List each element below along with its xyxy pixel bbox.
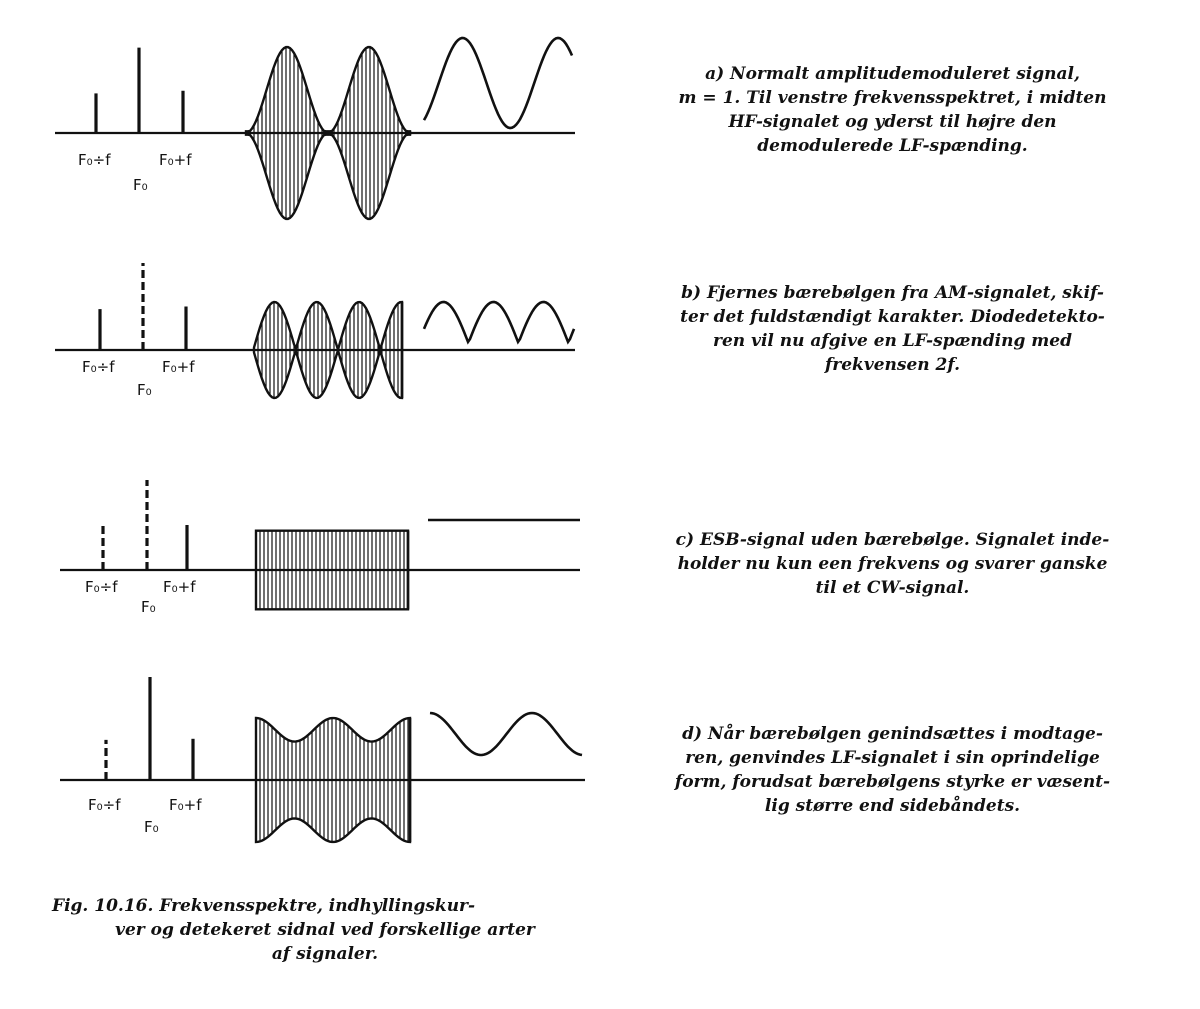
caption-c-line: til et CW-signal. bbox=[815, 578, 970, 598]
label-lower-sideband: F₀÷f bbox=[78, 151, 111, 169]
caption-b-line: ren vil nu afgive en LF-spænding med bbox=[713, 331, 1072, 351]
label-lower-sideband: F₀÷f bbox=[85, 578, 118, 596]
hf-carrier-hatching bbox=[255, 530, 409, 610]
panel-a-drawing: F₀÷f F₀+fF₀ bbox=[55, 36, 575, 221]
caption-a-line: m = 1. Til venstre frekvensspektret, i m… bbox=[678, 88, 1107, 108]
figure-caption: Fig. 10.16. Frekvensspektre, indhyllings… bbox=[40, 894, 610, 966]
caption-c-line: holder nu kun een frekvens og svarer gan… bbox=[677, 554, 1108, 574]
caption-b: b) Fjernes bærebølgen fra AM-signalet, s… bbox=[600, 281, 1185, 377]
caption-d-line: form, forudsat bærebølgens styrke er væs… bbox=[674, 772, 1111, 792]
hf-carrier-hatching bbox=[255, 718, 409, 842]
caption-b-line: ter det fuldstændigt karakter. Diodedete… bbox=[680, 307, 1105, 327]
label-carrier: F₀ bbox=[141, 598, 156, 616]
label-upper-sideband: F₀+f bbox=[162, 358, 195, 376]
figure-caption-line: Fig. 10.16. Frekvensspektre, indhyllings… bbox=[52, 896, 476, 916]
label-upper-sideband: F₀+f bbox=[159, 151, 192, 169]
label-upper-sideband: F₀+f bbox=[169, 796, 202, 814]
label-carrier: F₀ bbox=[133, 176, 148, 194]
label-lower-sideband: F₀÷f bbox=[88, 796, 121, 814]
demodulated-lf-waveform bbox=[429, 711, 583, 757]
caption-d-line: ren, genvindes LF-signalet i sin oprinde… bbox=[685, 748, 1100, 768]
caption-d-line: d) Når bærebølgen genindsættes i modtage… bbox=[682, 724, 1103, 744]
hf-carrier-hatching bbox=[253, 302, 403, 398]
panel-c-drawing: F₀÷f F₀+fF₀ bbox=[60, 480, 580, 616]
figure-caption-line: ver og detekeret sidnal ved forskellige … bbox=[115, 920, 535, 940]
panel-d-drawing: F₀÷f F₀+fF₀ bbox=[60, 677, 585, 844]
caption-d: d) Når bærebølgen genindsættes i modtage… bbox=[600, 722, 1185, 818]
demodulated-lf-waveform bbox=[422, 36, 574, 130]
caption-a-line: demodulerede LF-spænding. bbox=[757, 136, 1028, 156]
label-carrier: F₀ bbox=[144, 818, 159, 836]
caption-b-line: frekvensen 2f. bbox=[824, 355, 961, 375]
caption-a: a) Normalt amplitudemoduleret signal, m … bbox=[600, 62, 1185, 158]
panel-b-drawing: F₀÷f F₀+fF₀ bbox=[55, 263, 576, 400]
caption-d-line: lig større end sidebåndets. bbox=[764, 796, 1021, 816]
caption-a-line: a) Normalt amplitudemoduleret signal, bbox=[705, 64, 1080, 84]
hf-carrier-hatching bbox=[245, 47, 411, 219]
caption-c: c) ESB-signal uden bærebølge. Signalet i… bbox=[600, 528, 1185, 600]
figure-caption-line: af signaler. bbox=[271, 944, 379, 964]
caption-b-line: b) Fjernes bærebølgen fra AM-signalet, s… bbox=[681, 283, 1104, 303]
caption-a-line: HF-signalet og yderst til højre den bbox=[728, 112, 1057, 132]
demodulated-lf-waveform bbox=[422, 300, 576, 345]
label-carrier: F₀ bbox=[137, 381, 152, 399]
label-upper-sideband: F₀+f bbox=[163, 578, 196, 596]
label-lower-sideband: F₀÷f bbox=[82, 358, 115, 376]
caption-c-line: c) ESB-signal uden bærebølge. Signalet i… bbox=[675, 530, 1110, 550]
